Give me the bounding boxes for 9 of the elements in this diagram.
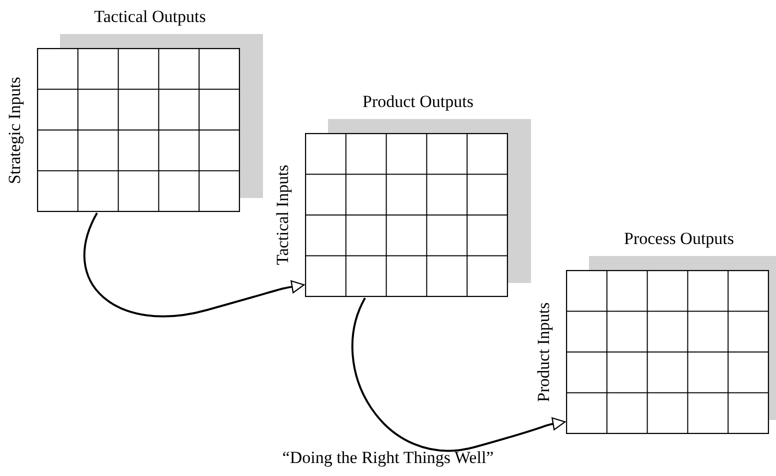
row-heading: Tactical Inputs [273,164,293,268]
column-heading: Tactical Outputs [93,7,207,27]
row-heading: Strategic Inputs [5,75,25,186]
caption: “Doing the Right Things Well” [281,448,495,468]
column-heading: Product Outputs [362,92,474,112]
row-heading: Product Inputs [534,301,554,404]
curved-arrow [352,298,566,452]
curved-arrow [84,212,305,318]
column-heading: Process Outputs [622,229,736,249]
